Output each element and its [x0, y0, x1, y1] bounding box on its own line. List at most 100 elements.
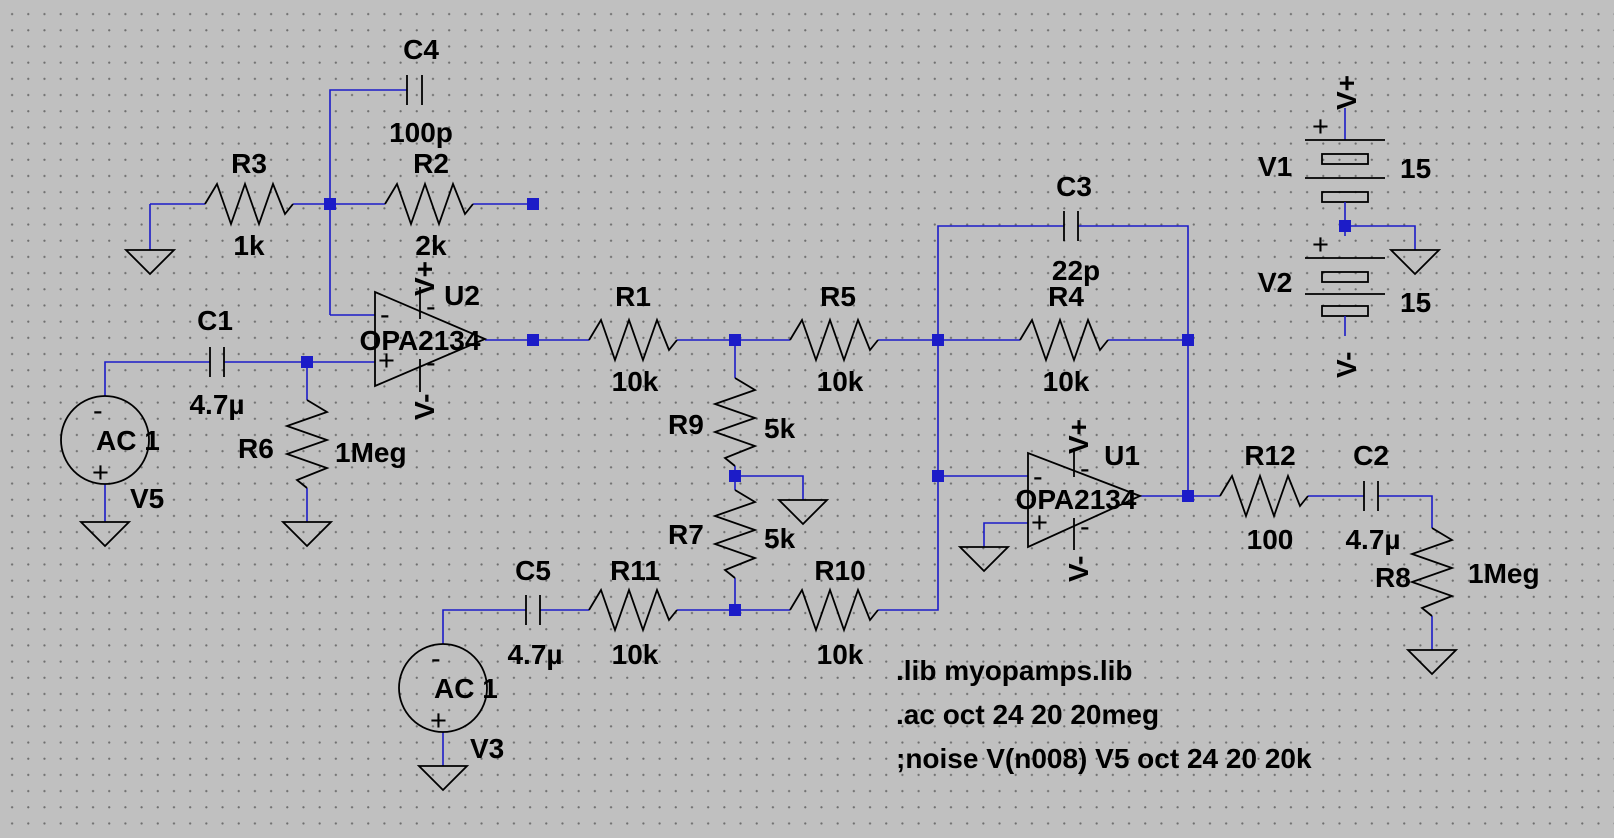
opamp-minus-sign: - — [380, 299, 390, 331]
wire-supply-gnd[interactable] — [1345, 225, 1416, 250]
opamp-minus-sign: - — [426, 347, 436, 379]
junction-node[interactable] — [729, 470, 741, 482]
r9-value-label: 5k — [764, 413, 796, 444]
opamp-plus-sign: + — [1031, 507, 1048, 539]
opamp-minus-sign: - — [426, 291, 436, 323]
opamp-minus-sign: - — [1080, 511, 1090, 543]
r7-value-label: 5k — [764, 523, 796, 554]
capacitors — [209, 75, 1379, 625]
capacitor-c5[interactable] — [525, 595, 541, 625]
u1-vminus-label: V- — [1063, 556, 1094, 582]
wire-v5-c1[interactable] — [104, 361, 210, 396]
r7-name-label: R7 — [668, 519, 704, 550]
resistor-r10[interactable] — [789, 587, 879, 633]
r10-name-label: R10 — [814, 555, 865, 586]
source-minus-sign: - — [431, 643, 441, 675]
opamp-u2[interactable]: - + - - — [374, 287, 488, 392]
u1-vplus-label: V+ — [1063, 419, 1094, 454]
ground-symbol[interactable] — [1405, 649, 1459, 676]
u2-model-label: OPA2134 — [360, 325, 481, 356]
r8-value-label: 1Meg — [1468, 558, 1540, 589]
junction-node[interactable] — [1182, 334, 1194, 346]
resistor-r12[interactable] — [1219, 473, 1309, 519]
r4-value-label: 10k — [1043, 366, 1090, 397]
ground-symbol[interactable] — [123, 249, 177, 276]
junction-node[interactable] — [324, 198, 336, 210]
spice-directive[interactable]: .lib myopamps.lib — [896, 655, 1132, 686]
resistor-r11[interactable] — [588, 587, 678, 633]
resistor-r4[interactable] — [1019, 317, 1109, 363]
ground-symbol[interactable] — [78, 521, 132, 548]
c5-value-label: 4.7µ — [507, 639, 562, 670]
r2-value-label: 2k — [415, 230, 447, 261]
ground-symbol[interactable] — [1388, 249, 1442, 276]
r8-name-label: R8 — [1375, 562, 1411, 593]
r10-value-label: 10k — [817, 639, 864, 670]
ground-symbol[interactable] — [280, 521, 334, 548]
source-minus-sign: - — [93, 395, 103, 427]
wire-r10-u1[interactable] — [878, 225, 1064, 611]
junction-node[interactable] — [1182, 490, 1194, 502]
resistor-r9[interactable] — [712, 377, 758, 467]
ground-symbol[interactable] — [416, 765, 470, 792]
junction-node[interactable] — [527, 334, 539, 346]
r12-name-label: R12 — [1244, 440, 1295, 471]
v1-name-label: V1 — [1258, 151, 1292, 182]
battery-v1[interactable]: + — [1305, 108, 1385, 210]
resistor-r1[interactable] — [588, 317, 678, 363]
junction-node[interactable] — [932, 334, 944, 346]
r4-name-label: R4 — [1048, 281, 1084, 312]
v3-value-label: AC 1 — [434, 673, 498, 704]
resistor-r8[interactable] — [1409, 527, 1455, 617]
wire-c2-r8[interactable] — [1378, 495, 1433, 528]
u2-name-label: U2 — [444, 280, 480, 311]
v3-name-label: V3 — [470, 733, 504, 764]
junction-node[interactable] — [932, 470, 944, 482]
resistors — [204, 181, 1455, 633]
r5-value-label: 10k — [817, 366, 864, 397]
ac-source-v5[interactable]: - + — [60, 395, 150, 489]
capacitor-c3[interactable] — [1063, 211, 1079, 241]
capacitor-c4[interactable] — [406, 75, 423, 105]
opamp-u1[interactable]: - + - - — [1027, 448, 1143, 550]
r1-name-label: R1 — [615, 281, 651, 312]
battery-plus-sign: + — [1312, 111, 1329, 143]
ground-symbol[interactable] — [776, 499, 830, 526]
wire-v3-c5[interactable] — [442, 609, 526, 644]
junction-node[interactable] — [1339, 220, 1351, 232]
c3-name-label: C3 — [1056, 171, 1092, 202]
ac-source-v3[interactable]: - + — [398, 643, 488, 737]
wire-c4-loop[interactable] — [329, 89, 407, 315]
c2-name-label: C2 — [1353, 440, 1389, 471]
junction-node[interactable] — [729, 604, 741, 616]
spice-directive[interactable]: ;noise V(n008) V5 oct 24 20 20k — [896, 743, 1312, 774]
v2-value-label: 15 — [1400, 287, 1431, 318]
ground-symbol[interactable] — [957, 546, 1011, 573]
resistor-r7[interactable] — [712, 489, 758, 579]
junction-node[interactable] — [527, 198, 539, 210]
wire-u1-noninv[interactable] — [983, 522, 1028, 547]
r11-name-label: R11 — [610, 555, 660, 586]
c5-name-label: C5 — [515, 555, 551, 586]
r3-name-label: R3 — [231, 148, 267, 179]
resistor-r6[interactable] — [284, 399, 330, 489]
resistor-r3[interactable] — [204, 181, 294, 227]
c1-name-label: C1 — [197, 305, 233, 336]
junction-node[interactable] — [301, 356, 313, 368]
source-plus-sign: + — [430, 705, 447, 737]
wire-mid-gnd[interactable] — [735, 475, 804, 500]
r6-name-label: R6 — [238, 433, 274, 464]
spice-directive[interactable]: .ac oct 24 20 20meg — [896, 699, 1159, 730]
v5-name-label: V5 — [130, 483, 164, 514]
wire-c3-right[interactable] — [1078, 225, 1189, 496]
v1-value-label: 15 — [1400, 153, 1431, 184]
battery-v2[interactable]: + — [1305, 229, 1385, 336]
opamp-minus-sign: - — [1080, 453, 1090, 485]
component-labels: C4 100p R3 1k R2 2k U2 OPA2134 C1 4.7µ A… — [96, 34, 1540, 764]
capacitor-c2[interactable] — [1363, 481, 1379, 511]
resistor-r2[interactable] — [384, 181, 474, 227]
junction-node[interactable] — [729, 334, 741, 346]
resistor-r5[interactable] — [789, 317, 879, 363]
capacitor-c1[interactable] — [209, 347, 225, 377]
